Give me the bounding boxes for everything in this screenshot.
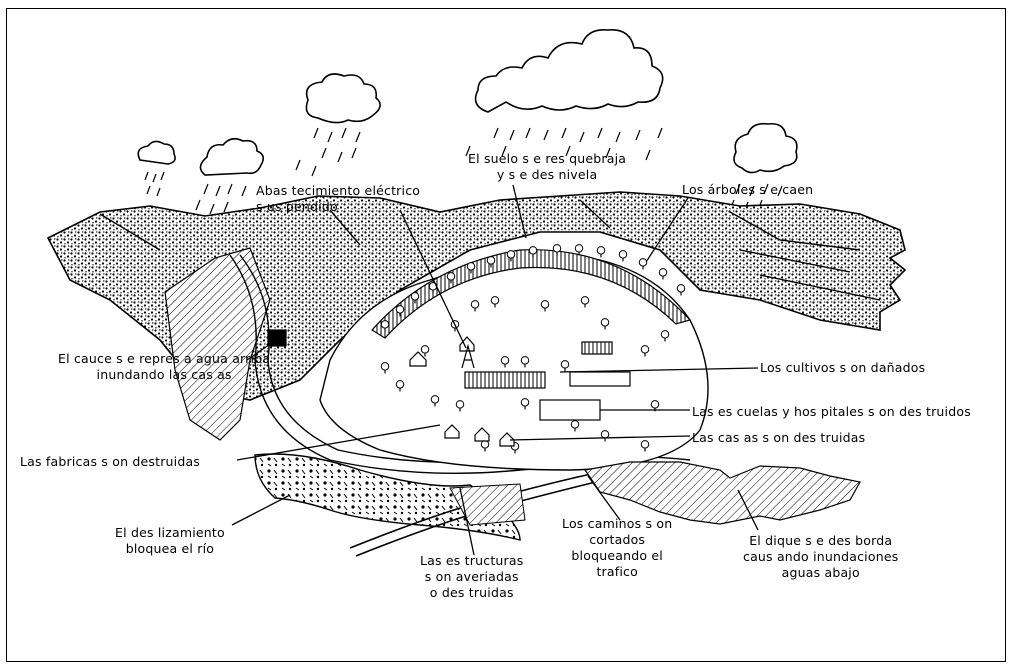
school-building [540, 400, 600, 420]
label-dique: El dique s e des borda caus ando inundac… [743, 533, 898, 581]
label-deslizamiento: El des lizamiento bloquea el río [115, 525, 225, 557]
cloud-4 [476, 30, 663, 112]
label-cauce: El cauce s e repres a agua arriba inunda… [58, 351, 270, 383]
label-abastecimiento: Abas tecimiento eléctrico s us pendido [256, 183, 420, 215]
farm-plot [465, 372, 545, 388]
downstream-flood [585, 462, 860, 524]
greenhouse [582, 342, 612, 354]
label-caminos: Los caminos s on cortados bloqueando el … [562, 516, 672, 580]
cloud-2 [200, 139, 263, 175]
label-arboles: Los árboles s e caen [682, 182, 813, 198]
cloud-1 [138, 141, 175, 164]
label-estructuras: Las es tructuras s on averiadas o des tr… [420, 553, 523, 601]
cloud-3 [306, 74, 380, 123]
farm-plot [570, 372, 630, 386]
label-fabricas: Las fabricas s on destruidas [20, 454, 200, 470]
label-casas: Las cas as s on des truidas [692, 430, 865, 446]
label-escuelas: Las es cuelas y hos pitales s on des tru… [692, 404, 971, 420]
label-suelo: El suelo s e res quebraja y s e des nive… [468, 151, 626, 183]
cloud-5 [734, 124, 797, 173]
leader-deslizamiento [232, 495, 290, 525]
label-cultivos: Los cultivos s on dañados [760, 360, 925, 376]
